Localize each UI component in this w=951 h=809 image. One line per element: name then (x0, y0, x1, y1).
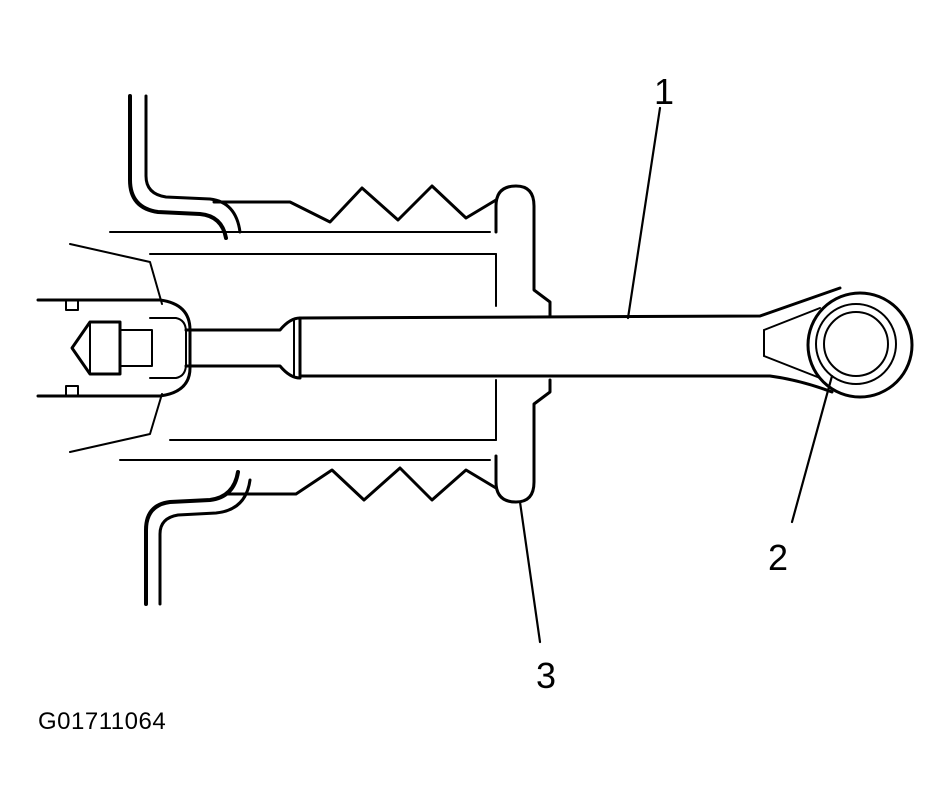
callout-3: 3 (536, 655, 556, 696)
boot-clamp-flange (494, 184, 552, 504)
lower-housing-wall (144, 470, 252, 606)
socket-extension (184, 316, 302, 380)
callout-2: 2 (768, 537, 788, 578)
ratchet-wrench-handle (298, 286, 842, 394)
figure-id: G01711064 (38, 708, 167, 735)
upper-housing-wall (128, 94, 242, 240)
leader-1 (626, 106, 662, 320)
leader-lines (518, 106, 834, 644)
ratchet-head (806, 291, 914, 399)
hex-nut (70, 320, 153, 376)
lower-boot-bellows (119, 439, 498, 502)
callout-1: 1 (654, 71, 674, 112)
upper-boot-bellows (109, 184, 498, 255)
inner-tie-rod-socket (36, 243, 192, 453)
leader-2 (790, 374, 834, 524)
leader-3 (518, 500, 542, 644)
